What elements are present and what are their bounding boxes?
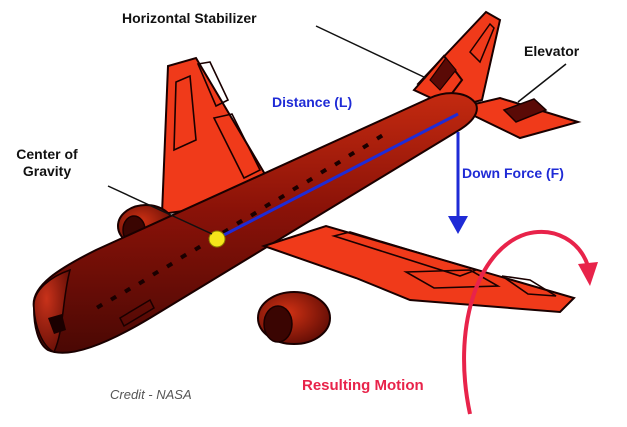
elevator-surface — [502, 98, 548, 123]
resulting-motion-label: Resulting Motion — [302, 377, 424, 394]
cargo-door — [119, 298, 155, 328]
near-wing-aileron-outline — [501, 275, 557, 297]
near-engine-intake — [263, 305, 293, 343]
center-of-gravity-label-line2: Gravity — [22, 163, 72, 179]
center-of-gravity-label: Center of Gravity — [4, 146, 90, 180]
down-force-arrowhead — [448, 216, 468, 234]
elevator-label: Elevator — [524, 43, 580, 59]
near-wing-flap-outline — [331, 231, 479, 277]
elevator-leader — [517, 63, 567, 103]
rudder-panel — [469, 22, 495, 64]
down-force-label: Down Force (F) — [462, 165, 564, 181]
center-of-gravity-label-line1: Center of — [16, 146, 78, 162]
resulting-motion-arrowhead — [578, 262, 598, 286]
horizontal-stabilizer-label: Horizontal Stabilizer — [122, 10, 257, 26]
horizontal-stabilizer-leader — [315, 25, 427, 79]
distance-line — [217, 112, 459, 240]
far-wing-aileron-outline — [196, 61, 230, 108]
far-wing-spoiler-outline — [212, 113, 262, 180]
resulting-motion-arc — [462, 229, 590, 415]
center-of-gravity-leader — [107, 185, 213, 235]
near-wing-spoiler-outline — [403, 269, 501, 289]
credit-label: Credit - NASA — [110, 387, 192, 402]
far-wing-flap-outline — [173, 74, 197, 152]
fuselage — [32, 92, 478, 354]
passenger-windows — [96, 133, 384, 310]
center-of-gravity-dot — [208, 230, 226, 248]
distance-label: Distance (L) — [272, 94, 353, 110]
nose — [33, 268, 72, 354]
near-wing — [260, 224, 576, 314]
cockpit-window — [48, 314, 66, 334]
left-elevator-surface — [429, 57, 457, 91]
